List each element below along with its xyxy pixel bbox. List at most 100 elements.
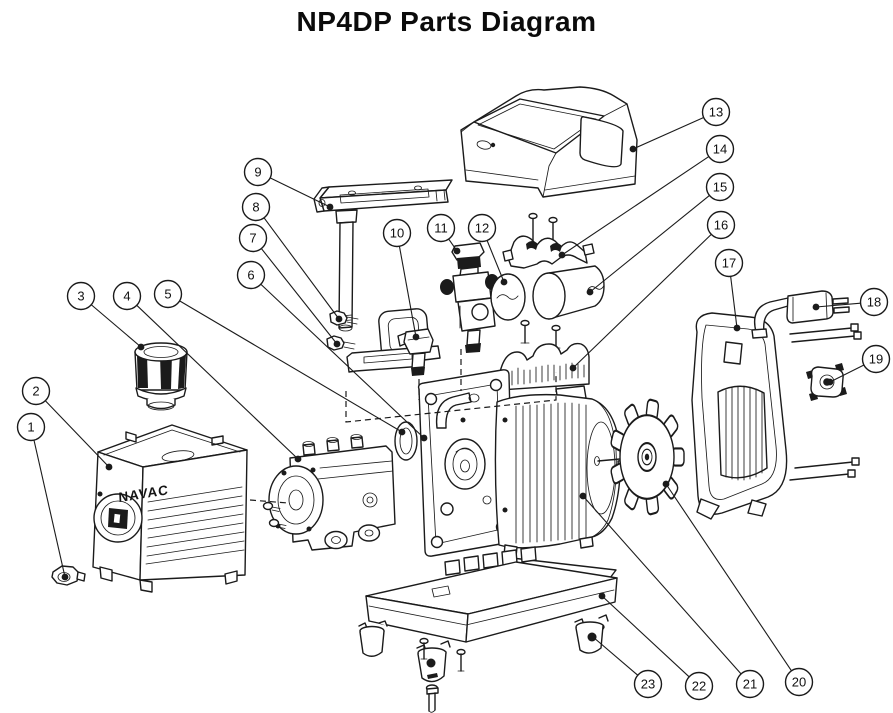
leader-line-18 <box>815 302 861 308</box>
leader-dot-11 <box>453 247 461 255</box>
callout-5: 5 <box>153 279 406 436</box>
mounting-bolts-lower <box>789 457 860 481</box>
oil-fitting <box>397 328 434 376</box>
callout-number-5: 5 <box>164 287 171 302</box>
leader-line-19 <box>829 364 865 383</box>
callout-circle-3 <box>66 281 96 311</box>
leader-line-20 <box>665 483 792 672</box>
mounting-bolts-upper <box>789 323 862 343</box>
leader-dot-12 <box>500 278 508 286</box>
callout-circle-2 <box>21 376 51 406</box>
callout-circle-8 <box>241 192 271 222</box>
callout-19: 19 <box>826 344 891 386</box>
callout-circle-22 <box>684 671 714 701</box>
callout-22: 22 <box>598 592 714 701</box>
leader-line-3 <box>90 304 142 348</box>
callout-circle-10 <box>382 218 412 248</box>
leader-line-8 <box>263 217 340 320</box>
leader-dot-21 <box>579 492 587 500</box>
capacitor-bracket <box>502 212 595 269</box>
callout-circle-19 <box>861 344 891 374</box>
callout-circle-18 <box>859 287 889 317</box>
leader-dot-13 <box>629 145 637 153</box>
leader-line-7 <box>260 248 338 345</box>
mounting-plate <box>394 369 514 557</box>
callout-number-12: 12 <box>475 221 489 236</box>
callout-number-11: 11 <box>434 221 448 236</box>
callout-number-13: 13 <box>709 105 723 120</box>
oil-tube <box>335 209 358 332</box>
leader-line-10 <box>398 246 417 338</box>
callout-number-15: 15 <box>713 180 727 195</box>
leader-line-16 <box>572 233 712 369</box>
callout-14: 14 <box>558 134 735 259</box>
callout-circle-11 <box>426 213 456 243</box>
capacitor-large <box>532 265 605 320</box>
motor <box>494 385 637 558</box>
callout-13: 13 <box>629 97 731 153</box>
callout-circle-7 <box>238 223 268 253</box>
leader-dot-9 <box>326 203 334 211</box>
callout-circle-12 <box>467 213 497 243</box>
callout-1: 1 <box>16 412 69 581</box>
leader-line-6 <box>260 283 425 439</box>
leader-line-21 <box>582 495 742 675</box>
leader-dot-2 <box>105 463 113 471</box>
oil-case: NAVAC <box>92 424 248 593</box>
callout-number-19: 19 <box>869 352 883 367</box>
leader-dot-6 <box>420 434 428 442</box>
callout-circle-1 <box>16 412 46 442</box>
leader-dot-16 <box>569 364 577 372</box>
callout-circle-4 <box>112 281 142 311</box>
power-plug <box>751 290 850 339</box>
leader-dot-8 <box>335 315 343 323</box>
callout-circle-6 <box>236 260 266 290</box>
callout-circle-21 <box>735 669 765 699</box>
callout-circle-23 <box>633 669 663 699</box>
callout-number-20: 20 <box>792 675 806 690</box>
callout-17: 17 <box>714 248 744 332</box>
leader-dot-15 <box>586 288 594 296</box>
callout-16: 16 <box>569 210 736 372</box>
base <box>365 546 618 643</box>
leader-dot-3 <box>137 343 145 351</box>
callout-number-6: 6 <box>247 268 254 283</box>
callout-number-21: 21 <box>743 677 757 692</box>
callout-4: 4 <box>112 281 302 463</box>
callout-23: 23 <box>589 633 663 699</box>
leader-dot-23 <box>589 633 597 641</box>
pump-cartridge <box>262 434 396 551</box>
leader-dot-17 <box>733 324 741 332</box>
callout-11: 11 <box>426 213 461 255</box>
callout-8: 8 <box>241 192 343 323</box>
leader-dot-20 <box>662 480 670 488</box>
callout-circle-9 <box>243 157 273 187</box>
alignment-dashed-lines <box>249 349 557 504</box>
leader-line-14 <box>561 156 710 256</box>
callout-6: 6 <box>236 260 428 442</box>
leader-dot-5 <box>398 428 406 436</box>
leader-line-17 <box>730 276 738 329</box>
leader-line-12 <box>486 240 505 283</box>
callout-number-9: 9 <box>254 165 261 180</box>
leader-dot-18 <box>812 303 820 311</box>
callout-number-23: 23 <box>641 677 655 692</box>
leader-line-22 <box>601 595 690 678</box>
fan-cover <box>691 312 788 520</box>
callout-18: 18 <box>812 287 889 317</box>
leader-line-5 <box>179 300 403 433</box>
callout-number-1: 1 <box>27 420 34 435</box>
leader-dot-1 <box>61 573 69 581</box>
leader-line-9 <box>269 177 331 208</box>
leader-line-4 <box>136 304 299 460</box>
intake-valve <box>440 242 499 353</box>
callout-21: 21 <box>579 492 765 699</box>
callout-12: 12 <box>467 213 508 286</box>
callout-number-8: 8 <box>252 200 259 215</box>
drain-plug <box>51 565 86 586</box>
callout-circle-16 <box>706 210 736 240</box>
page-title: NP4DP Parts Diagram <box>296 6 597 37</box>
handle <box>313 179 453 213</box>
